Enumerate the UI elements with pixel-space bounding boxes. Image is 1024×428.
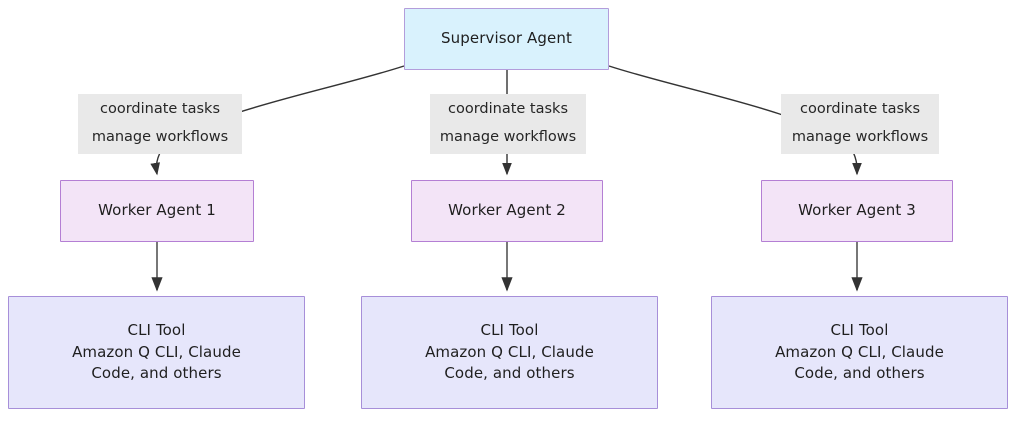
node-cli-tool-2-line-2: Amazon Q CLI, Claude	[425, 342, 594, 361]
node-cli-tool-2[interactable]: CLI Tool Amazon Q CLI, Claude Code, and …	[361, 296, 658, 409]
node-worker-agent-1-label: Worker Agent 1	[98, 201, 216, 220]
node-cli-tool-2-line-1: CLI Tool	[480, 320, 539, 339]
node-cli-tool-1-line-3: Code, and others	[91, 364, 222, 383]
node-worker-agent-3-label: Worker Agent 3	[798, 201, 916, 220]
node-cli-tool-3-line-2: Amazon Q CLI, Claude	[775, 342, 944, 361]
node-worker-agent-2[interactable]: Worker Agent 2	[411, 180, 603, 242]
node-worker-agent-3[interactable]: Worker Agent 3	[761, 180, 953, 242]
node-worker-agent-1[interactable]: Worker Agent 1	[60, 180, 254, 242]
edge-label-1: coordinate tasks manage workflows	[78, 94, 242, 154]
edge-label-3-line-2: manage workflows	[791, 129, 929, 145]
edge-label-1-line-2: manage workflows	[91, 129, 229, 145]
node-cli-tool-3-line-1: CLI Tool	[830, 320, 889, 339]
edge-label-2: coordinate tasks manage workflows	[430, 94, 586, 154]
node-supervisor-agent[interactable]: Supervisor Agent	[404, 8, 609, 70]
node-cli-tool-1-line-1: CLI Tool	[127, 320, 186, 339]
node-supervisor-agent-label: Supervisor Agent	[441, 29, 572, 48]
node-cli-tool-2-line-3: Code, and others	[444, 364, 575, 383]
node-worker-agent-2-label: Worker Agent 2	[448, 201, 566, 220]
edge-label-1-line-1: coordinate tasks	[99, 101, 221, 118]
node-cli-tool-3-line-3: Code, and others	[794, 364, 925, 383]
edge-label-3-line-1: coordinate tasks	[799, 101, 921, 118]
node-cli-tool-3[interactable]: CLI Tool Amazon Q CLI, Claude Code, and …	[711, 296, 1008, 409]
edge-label-3: coordinate tasks manage workflows	[781, 94, 939, 154]
edge-label-2-line-1: coordinate tasks	[447, 101, 569, 118]
node-cli-tool-1-line-2: Amazon Q CLI, Claude	[72, 342, 241, 361]
node-cli-tool-1[interactable]: CLI Tool Amazon Q CLI, Claude Code, and …	[8, 296, 305, 409]
edge-label-2-line-2: manage workflows	[439, 129, 577, 145]
